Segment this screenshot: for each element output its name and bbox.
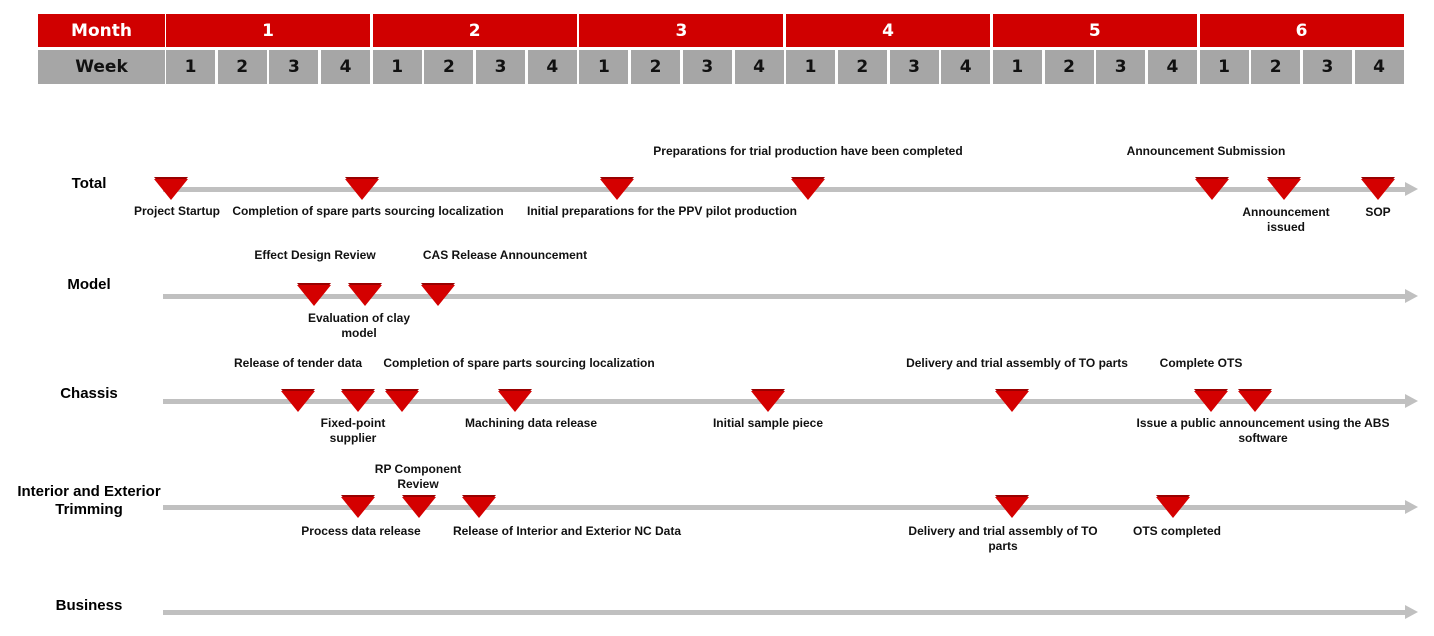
milestone-label-chassis: Completion of spare parts sourcing local…: [383, 356, 655, 370]
week-cell: 1: [1199, 50, 1249, 84]
week-cell: 1: [372, 50, 422, 84]
milestone-marker-chassis: [281, 391, 315, 412]
week-header-label: Week: [38, 50, 165, 84]
week-cell: 4: [321, 50, 371, 84]
milestone-label-total: SOP: [1365, 205, 1391, 219]
week-cell: 3: [269, 50, 319, 84]
month-cell: 1: [166, 14, 370, 47]
week-cell: 4: [527, 50, 577, 84]
milestone-label-chassis: Release of tender data: [233, 356, 363, 370]
milestone-marker-chassis: [995, 391, 1029, 412]
timeline-arrow-total: [163, 182, 1418, 196]
timeline-arrow-model: [163, 289, 1418, 303]
month-cell: 3: [579, 14, 784, 47]
milestone-label-model: Effect Design Review: [254, 248, 376, 262]
milestone-label-total: Preparations for trial production have b…: [653, 144, 963, 158]
week-cell: 2: [217, 50, 267, 84]
lane-label-total: Total: [71, 175, 107, 192]
week-cell: 4: [734, 50, 784, 84]
milestone-label-interior: OTS completed: [1132, 524, 1222, 538]
week-cell: 1: [579, 50, 629, 84]
week-cell: 1: [786, 50, 836, 84]
milestone-marker-total: [600, 179, 634, 200]
month-cell: 6: [1199, 14, 1404, 47]
week-cell: 3: [1096, 50, 1146, 84]
milestone-label-interior: Process data release: [301, 524, 421, 538]
milestone-label-total: Completion of spare parts sourcing local…: [232, 204, 504, 218]
lane-label-business: Business: [55, 597, 123, 614]
lane-label-chassis: Chassis: [60, 385, 118, 402]
week-cell: 4: [1354, 50, 1404, 84]
week-cell: 1: [992, 50, 1042, 84]
milestone-label-total: Initial preparations for the PPV pilot p…: [526, 204, 798, 218]
milestone-label-model: CAS Release Announcement: [422, 248, 588, 262]
milestone-marker-chassis: [751, 391, 785, 412]
week-cell: 3: [476, 50, 526, 84]
week-cell: 2: [1044, 50, 1094, 84]
month-cell: 5: [992, 14, 1197, 47]
milestone-marker-chassis: [385, 391, 419, 412]
milestone-marker-interior: [462, 497, 496, 518]
milestone-marker-interior: [341, 497, 375, 518]
milestone-marker-model: [297, 285, 331, 306]
week-cell: 3: [682, 50, 732, 84]
milestone-marker-chassis: [1194, 391, 1228, 412]
milestone-label-total: Announcement Submission: [1126, 144, 1286, 158]
milestone-marker-total: [791, 179, 825, 200]
timeline-arrow-business: [163, 605, 1418, 619]
week-cell: 2: [837, 50, 887, 84]
week-cell: 2: [1251, 50, 1301, 84]
milestone-label-total: Project Startup: [133, 204, 221, 218]
milestone-label-chassis: Machining data release: [464, 416, 598, 430]
milestone-marker-total: [1361, 179, 1395, 200]
timeline-arrow-interior: [163, 500, 1418, 514]
milestone-marker-interior: [1156, 497, 1190, 518]
week-cell: 2: [424, 50, 474, 84]
week-cell: 3: [1302, 50, 1352, 84]
week-cell: 4: [1147, 50, 1197, 84]
milestone-label-chassis: Initial sample piece: [712, 416, 824, 430]
month-header-label: Month: [38, 14, 165, 47]
milestone-marker-total: [1195, 179, 1229, 200]
milestone-marker-total: [345, 179, 379, 200]
week-cell: 4: [941, 50, 991, 84]
milestone-marker-chassis: [1238, 391, 1272, 412]
milestone-marker-interior: [402, 497, 436, 518]
week-cell: 3: [889, 50, 939, 84]
milestone-label-interior: Release of Interior and Exterior NC Data: [452, 524, 682, 538]
milestone-label-chassis: Issue a public announcement using the AB…: [1136, 416, 1390, 445]
milestone-label-chassis: Complete OTS: [1159, 356, 1243, 370]
milestone-marker-chassis: [498, 391, 532, 412]
week-cell: 1: [166, 50, 215, 84]
milestone-marker-interior: [995, 497, 1029, 518]
milestone-marker-total: [154, 179, 188, 200]
milestone-marker-model: [348, 285, 382, 306]
milestone-label-chassis: Delivery and trial assembly of TO parts: [906, 356, 1128, 370]
lane-label-interior: Interior and Exterior Trimming: [17, 483, 161, 518]
milestone-marker-total: [1267, 179, 1301, 200]
milestone-marker-model: [421, 285, 455, 306]
month-cell: 4: [786, 14, 991, 47]
week-cell: 2: [631, 50, 681, 84]
lane-label-model: Model: [67, 276, 111, 293]
month-cell: 2: [372, 14, 577, 47]
milestone-marker-chassis: [341, 391, 375, 412]
